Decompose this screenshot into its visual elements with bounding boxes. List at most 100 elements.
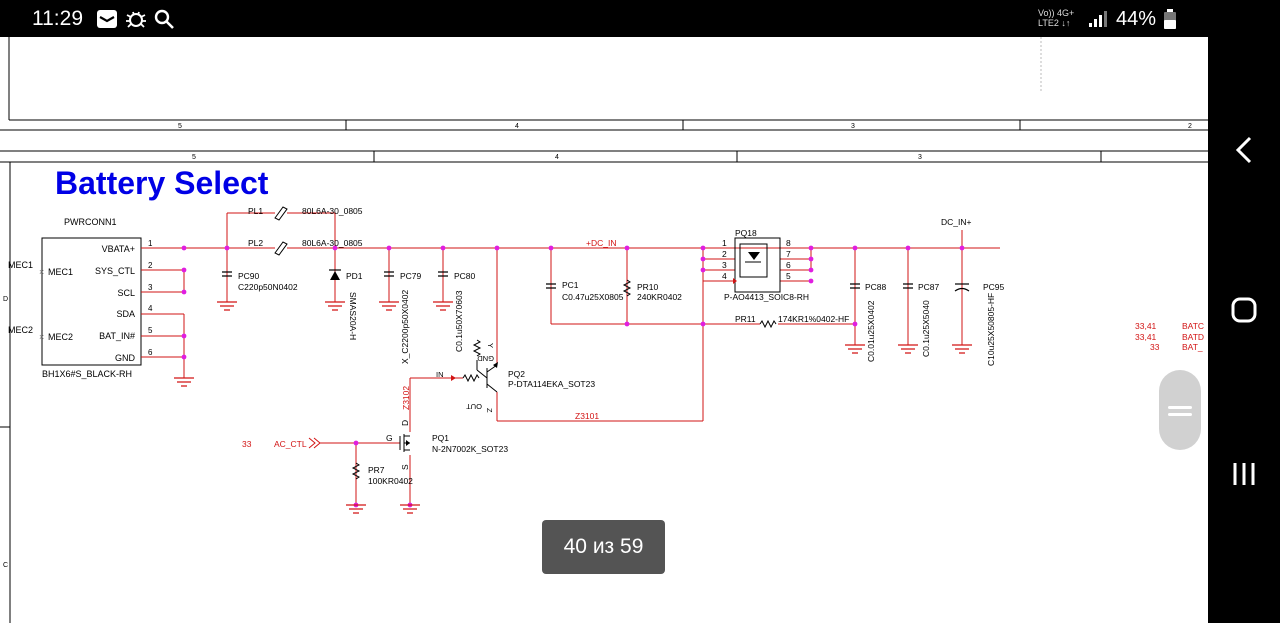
component-ref: PR10: [637, 282, 659, 292]
search-icon: [154, 9, 174, 29]
net-label: AC_CTL: [274, 439, 307, 449]
battery-icon: [1164, 9, 1176, 29]
component-value: BH1X6#S_BLACK-RH: [42, 369, 132, 379]
ground-symbols: [174, 301, 972, 514]
back-icon[interactable]: [1224, 132, 1264, 168]
component-value: 174KR1%0402-HF: [778, 314, 849, 324]
component-value: P-AO4413_SOIC8-RH: [724, 292, 809, 302]
component-value: C0.47u25X0805: [562, 292, 624, 302]
home-icon[interactable]: [1224, 292, 1264, 328]
row-label: D: [3, 296, 8, 303]
page-title: Battery Select: [55, 165, 269, 201]
pin-num: 7: [786, 249, 791, 259]
recents-icon[interactable]: [1224, 456, 1264, 492]
component-ref: PR11: [735, 314, 756, 324]
offpage-page: 33,41: [1135, 332, 1157, 342]
pin-label: OUT: [466, 402, 482, 411]
component-ref: PD1: [346, 271, 363, 281]
network-bottom-label: LTE2 ↓↑: [1038, 18, 1071, 28]
pin-num: 3: [722, 260, 727, 270]
component-value: X_C2200p50X0402: [400, 290, 410, 364]
net-label: BAT_: [1182, 342, 1203, 352]
pin-name: SDA: [116, 309, 135, 319]
pin-num: 4: [148, 304, 153, 313]
component-ref: PC1: [562, 280, 579, 290]
mec-label: MEC1: [8, 260, 33, 270]
offpage-page: 33: [242, 439, 252, 449]
component-ref: PC80: [454, 271, 476, 281]
document-viewer[interactable]: 5 4 3 2 5 4 3 D C Battery Select PWRCONN…: [0, 37, 1208, 623]
navigation-bar: [1208, 0, 1280, 623]
page-indicator: 40 из 59: [542, 520, 665, 574]
pin-label: D: [400, 420, 410, 426]
pin-num: 6: [148, 348, 153, 357]
pin-num: 4: [722, 271, 727, 281]
resistor-symbols: [351, 279, 777, 480]
component-ref: PC90: [238, 271, 260, 281]
pin-label: S: [400, 464, 410, 470]
pin-num: 5: [786, 271, 791, 281]
component-value: 80L6A-30_0805: [302, 238, 363, 248]
component-value: C0.1u50X70603: [454, 290, 464, 352]
signal-icon: [1089, 11, 1107, 27]
pin-name: GND: [115, 353, 136, 363]
net-label: DC_IN+: [941, 217, 972, 227]
ruler-label: 3: [918, 154, 922, 161]
ruler-label: 4: [515, 123, 519, 130]
component-ref: PC88: [865, 282, 887, 292]
component-ref: PR7: [368, 465, 385, 475]
pin-label: GND: [477, 354, 494, 363]
svg-text:Y: Y: [486, 343, 495, 348]
mec-pin: MEC1: [48, 267, 73, 277]
net-label: +DC_IN: [586, 238, 616, 248]
ruler-label: 3: [851, 123, 855, 130]
pin-num: 2: [722, 249, 727, 259]
battery-percent: 44%: [1116, 8, 1157, 30]
network-top-label: Vo)) 4G+: [1038, 8, 1075, 18]
svg-text:Z: Z: [485, 408, 494, 413]
pin-name: SCL: [117, 288, 135, 298]
component-ref: PQ18: [735, 228, 757, 238]
component-ref: PC95: [983, 282, 1005, 292]
pin-num: 5: [148, 326, 153, 335]
pin-name: SYS_CTL: [95, 266, 135, 276]
transistor-pq2: IN OUT GND Z Y: [436, 343, 498, 413]
inductor-pl1: [274, 206, 288, 221]
ruler-label: 5: [178, 123, 182, 130]
ruler-label: 4: [555, 154, 559, 161]
pin-num: 2: [148, 261, 153, 270]
offpage-page: 33,41: [1135, 321, 1157, 331]
bug-icon: [126, 11, 146, 28]
mec-pin: MEC2: [48, 332, 73, 342]
inductor-pl2: [274, 241, 288, 256]
fast-scroll-handle[interactable]: [1159, 370, 1201, 450]
component-value: 80L6A-30_0805: [302, 206, 363, 216]
ruler-label: 5: [192, 154, 196, 161]
clock: 11:29: [32, 7, 83, 30]
net-label: Z3102: [401, 386, 411, 410]
net-label: BATD: [1182, 332, 1204, 342]
component-value: C0.01u25X0402: [866, 300, 876, 362]
mec-label: MEC2: [8, 325, 33, 335]
pin-num: 1: [722, 238, 727, 248]
pin-label: IN: [436, 370, 444, 379]
net-label: BATC: [1182, 321, 1204, 331]
offpage-page: 33: [1150, 342, 1160, 352]
component-value: C220p50N0402: [238, 282, 298, 292]
svg-text:×: ×: [39, 332, 44, 342]
component-ref: PC87: [918, 282, 940, 292]
component-value: C0.1u25X5040: [921, 300, 931, 357]
component-ref: PWRCONN1: [64, 217, 117, 227]
component-value: SMAS20A-H: [348, 292, 358, 340]
component-value: 240KR0402: [637, 292, 682, 302]
pin-num: 3: [148, 283, 153, 292]
top-ruler: 5 4 3 2 5 4 3 D C: [3, 123, 1192, 569]
row-label: C: [3, 562, 8, 569]
pin-name: BAT_IN#: [99, 331, 135, 341]
ruler-label: 2: [1188, 123, 1192, 130]
component-ref: PL2: [248, 238, 263, 248]
component-ref: PL1: [248, 206, 263, 216]
mosfet-pq18: 1 2 3 4 8 7 6 5: [722, 237, 791, 293]
capacitor-symbols: [222, 271, 970, 292]
pin-name: VBATA+: [102, 244, 135, 254]
